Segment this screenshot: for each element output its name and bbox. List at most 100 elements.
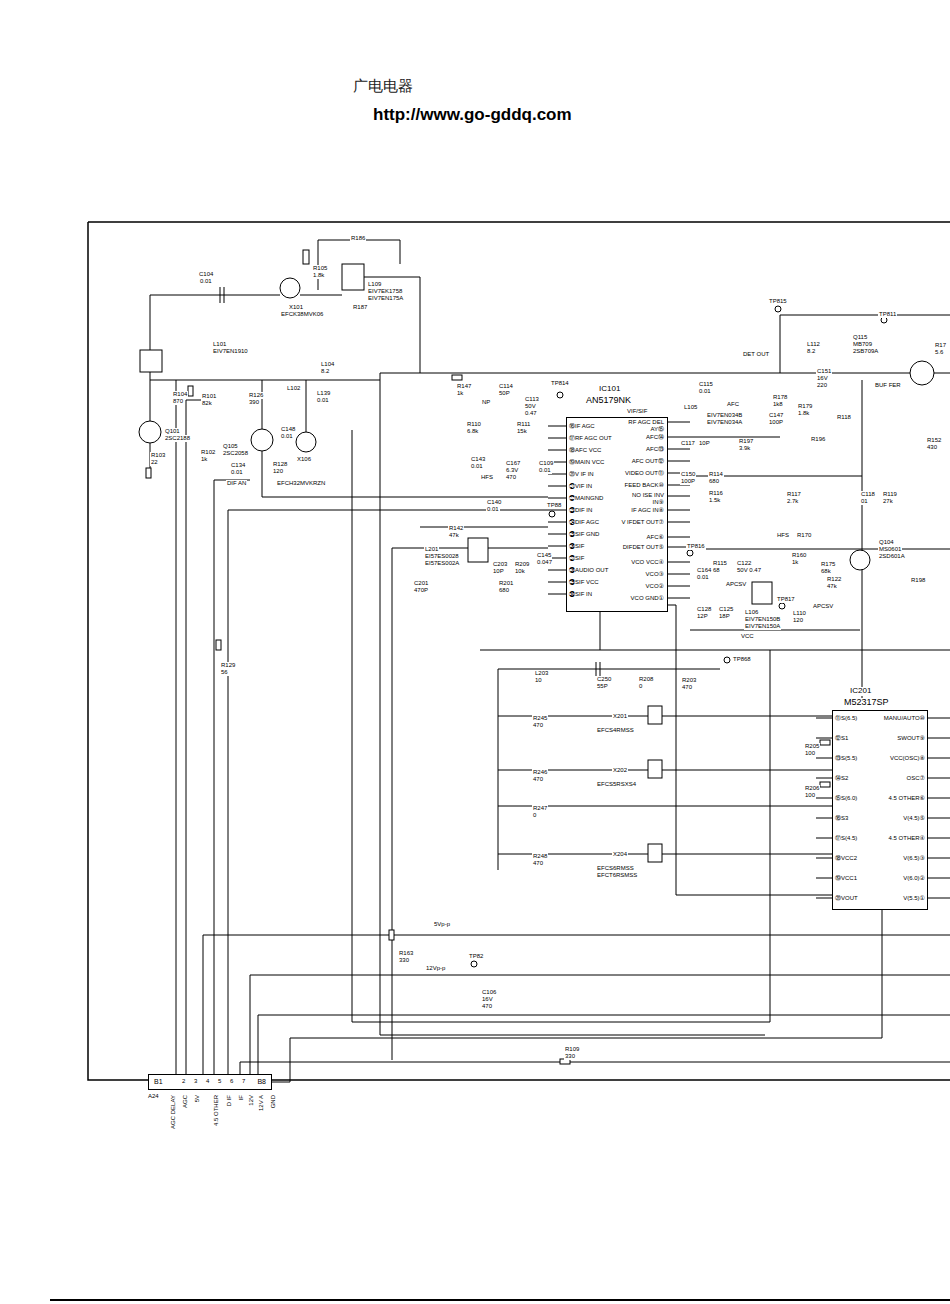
- part-label: EI57ES002A: [424, 560, 460, 567]
- part-label: R208: [638, 676, 654, 683]
- component-symbol: [549, 511, 555, 517]
- pin-name: ⑮S(6.0): [834, 795, 858, 802]
- component-symbol: [648, 706, 662, 724]
- part-label: R114: [708, 471, 724, 478]
- part-label: HFS: [776, 532, 790, 539]
- component-symbol: [342, 264, 364, 290]
- pin-name: V IFDET OUT⑦: [619, 519, 665, 526]
- part-label: 390: [248, 399, 260, 406]
- pin-name: ⑭S2: [834, 775, 849, 782]
- part-label: 18P: [718, 613, 731, 620]
- part-label: 4: [205, 1078, 210, 1085]
- connector-pin-name: D IF: [226, 1094, 233, 1107]
- part-label: 0.01: [696, 574, 710, 581]
- pin-name: VCO②: [619, 583, 665, 590]
- part-label: MS0601: [878, 546, 902, 553]
- part-label: R160: [791, 552, 807, 559]
- component-symbol: [648, 760, 662, 778]
- part-label: TP815: [768, 298, 788, 305]
- part-label: 0: [532, 812, 537, 819]
- part-label: R197: [738, 438, 754, 445]
- part-label: 16V: [816, 375, 829, 382]
- pin-name: AFC⑥: [619, 534, 665, 541]
- component-symbol: [146, 468, 151, 478]
- part-label: 8.2: [320, 368, 330, 375]
- part-label: 2SC2058: [222, 450, 249, 457]
- part-label: 5: [217, 1078, 222, 1085]
- pin-name: VIDEO OUT⑪: [619, 470, 665, 477]
- component-symbols: [139, 250, 934, 1064]
- component-symbol: [687, 550, 693, 556]
- part-label: EIV7EN034A: [706, 419, 743, 426]
- part-label: 2SB709A: [852, 348, 879, 355]
- part-label: R178: [772, 394, 788, 401]
- pin-name: ⑰S(4.5): [834, 835, 858, 842]
- node-label: B1: [153, 1078, 164, 1086]
- part-label: 16V: [481, 996, 494, 1003]
- part-label: C148: [280, 426, 296, 433]
- part-label: EFCH32MVKRZN: [276, 480, 326, 487]
- part-label: Q104: [878, 539, 895, 546]
- part-label: C104: [198, 271, 214, 278]
- pin-name: NO ISE INV IN⑨: [619, 492, 665, 506]
- connector-pin-name: IF: [238, 1094, 245, 1101]
- component-symbol: [557, 392, 563, 398]
- part-label: TP814: [550, 380, 570, 387]
- component-symbol: [303, 250, 309, 264]
- wire-segment: [548, 426, 566, 594]
- part-label: A24: [147, 1093, 160, 1100]
- frame: [50, 222, 950, 1300]
- part-label: L112: [806, 341, 821, 348]
- pin-name: ㉘AUDIO OUT: [568, 567, 609, 574]
- pin-name: ㉗SIF: [568, 555, 585, 562]
- part-label: 12P: [696, 613, 709, 620]
- pin-name: ㉔DIF AGC: [568, 519, 600, 526]
- pin-name: DIFDET OUT⑤: [619, 544, 665, 551]
- signal-wire: [272, 910, 882, 1082]
- part-label: Q105: [222, 443, 239, 450]
- part-label: EIV7EN034B: [706, 412, 743, 419]
- part-label: 1k8: [772, 401, 784, 408]
- component-symbol: [296, 432, 316, 452]
- part-label: R206: [804, 785, 820, 792]
- wire-segment: [150, 295, 380, 470]
- part-label: APCSV: [725, 581, 747, 588]
- part-label: APCSV: [812, 603, 834, 610]
- wire-segment: [88, 222, 950, 1080]
- wire-segment: [928, 718, 950, 898]
- part-label: L102: [286, 385, 301, 392]
- part-label: R201: [498, 580, 514, 587]
- part-label: R117: [786, 491, 802, 498]
- connector-pin-name: 12V: [248, 1094, 255, 1107]
- part-label: 120: [792, 617, 804, 624]
- part-label: X202: [612, 767, 628, 774]
- part-label: 15k: [516, 428, 528, 435]
- pin-name: AFC⑬: [619, 446, 665, 453]
- part-label: R163: [398, 950, 414, 957]
- connector-pin-name: AGC DELAY: [170, 1094, 177, 1130]
- component-symbol: [471, 961, 477, 967]
- part-label: 470: [532, 776, 544, 783]
- part-label: L106: [744, 609, 759, 616]
- part-label: C164: [696, 567, 712, 574]
- component-symbol: [188, 386, 193, 396]
- part-label: 01: [860, 498, 869, 505]
- component-symbol: [752, 582, 772, 604]
- component-symbol: [910, 361, 934, 385]
- part-label: DIF AN: [226, 480, 247, 487]
- part-label: 470: [481, 1003, 493, 1010]
- pin-name: ㉕SIF GND: [568, 531, 600, 538]
- part-label: R115: [712, 560, 728, 567]
- part-label: MB709: [852, 341, 873, 348]
- part-label: 27k: [882, 498, 894, 505]
- node-label: B8: [256, 1078, 267, 1086]
- part-label: L109: [367, 281, 382, 288]
- part-label: 680: [498, 587, 510, 594]
- pin-name: ⑱VCC2: [834, 855, 858, 862]
- part-label: 1.5k: [708, 497, 721, 504]
- pin-name: ⑪S(6.5): [834, 715, 858, 722]
- component-symbol: [648, 844, 662, 862]
